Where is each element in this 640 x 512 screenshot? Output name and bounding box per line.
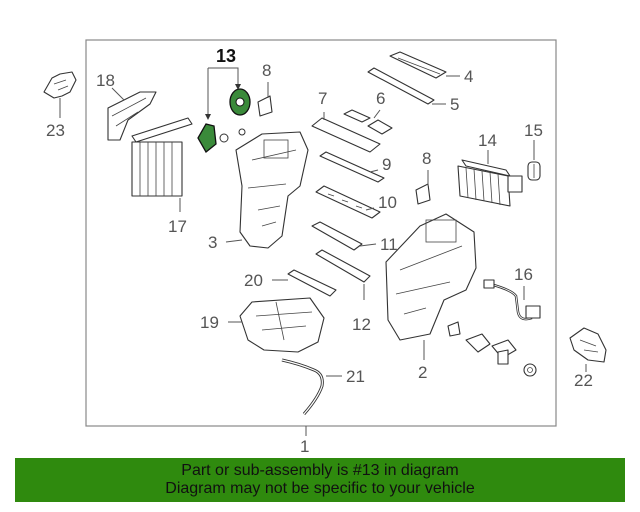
banner-line-1: Part or sub-assembly is #13 in diagram [181, 462, 459, 479]
part-9-seal[interactable] [319, 151, 385, 183]
part-2-housing-right[interactable] [385, 213, 477, 341]
callout-16: 16 [514, 265, 533, 284]
part-19-lower-case[interactable] [239, 297, 325, 353]
info-banner: Part or sub-assembly is #13 in diagram D… [15, 458, 625, 502]
callout-11: 11 [380, 235, 398, 254]
part-22-bracket[interactable] [569, 327, 607, 363]
part-8-bracket-lower[interactable] [415, 183, 431, 205]
part-3-housing-left[interactable] [235, 131, 309, 249]
callout-8-lower: 8 [422, 149, 431, 168]
callout-14: 14 [478, 131, 497, 150]
callout-2: 2 [418, 363, 427, 382]
part-21-drain-hose[interactable] [281, 358, 324, 415]
callout-13: 13 [216, 46, 236, 66]
part-15-sensor[interactable] [527, 161, 541, 181]
callout-12: 12 [352, 315, 371, 334]
callout-9: 9 [382, 155, 391, 174]
part-5-seal[interactable] [367, 67, 435, 105]
callout-4: 4 [464, 67, 473, 86]
callout-15: 15 [524, 121, 543, 140]
callout-5: 5 [450, 95, 459, 114]
part-6-seals[interactable] [343, 109, 393, 135]
callout-6: 6 [376, 89, 385, 108]
misc-clips[interactable] [447, 321, 537, 377]
part-20-seal[interactable] [287, 269, 337, 297]
part-4-seal[interactable] [389, 51, 447, 79]
callout-22: 22 [574, 371, 593, 390]
part-8-bracket-upper[interactable] [257, 95, 273, 117]
callout-21: 21 [346, 367, 365, 386]
callout-8-upper: 8 [262, 61, 271, 80]
callout-19: 19 [200, 313, 219, 332]
part-13-actuator-upper[interactable] [229, 88, 251, 116]
callout-20: 20 [244, 271, 263, 290]
part-12-seal[interactable] [315, 249, 371, 283]
banner-line-2: Diagram may not be specific to your vehi… [165, 480, 475, 497]
part-10-filter[interactable] [315, 185, 381, 219]
callout-7: 7 [318, 89, 327, 108]
callout-17: 17 [168, 217, 187, 236]
part-16-harness[interactable] [483, 279, 541, 321]
part-23-bracket[interactable] [43, 71, 77, 99]
part-7-seal-frame[interactable] [311, 117, 381, 153]
callout-10: 10 [378, 193, 397, 212]
part-17-heater-core[interactable] [131, 117, 193, 197]
part-18-duct[interactable] [107, 91, 157, 141]
part-11-seal[interactable] [311, 221, 363, 251]
part-14-evaporator[interactable] [457, 159, 523, 207]
parts-diagram: 1 2 3 4 5 6 7 8 8 9 10 11 12 13 14 15 16… [43, 39, 607, 456]
part-13-actuator-lower[interactable] [197, 123, 246, 153]
callout-23: 23 [46, 121, 65, 140]
callout-1: 1 [300, 437, 309, 456]
callout-3: 3 [208, 233, 217, 252]
callout-18: 18 [96, 71, 115, 90]
diagram-frame [85, 39, 557, 427]
